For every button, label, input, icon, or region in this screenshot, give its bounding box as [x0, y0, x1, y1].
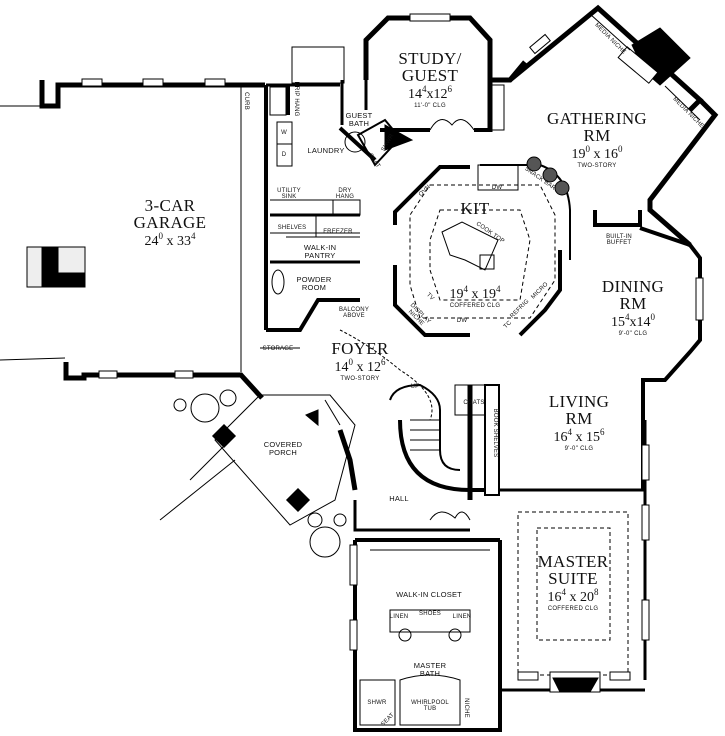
study-name-line-2: GUEST — [401, 66, 459, 85]
guest-bath-label: GUEST BATH — [346, 112, 373, 127]
walk-in-closet-label: WALK-IN CLOSET — [396, 590, 462, 599]
foyer-stair-walls — [159, 329, 500, 532]
master-name-line-2: SUITE — [548, 569, 598, 588]
garage-name-line-2: GARAGE — [133, 213, 207, 232]
buffet-line-2: BUFFET — [606, 240, 632, 246]
pantry-line-2: PANTRY — [304, 250, 336, 260]
master-bath-label: MASTER BATH — [414, 662, 446, 677]
dishwasher-top-label: DW — [491, 185, 503, 191]
kitchen-dimensions: 194 x 194 — [449, 284, 501, 302]
study-dimensions: 144x126 — [407, 84, 452, 102]
powder-room-label: POWDER ROOM — [297, 276, 332, 291]
dry-hang-line-2: HANG — [335, 194, 355, 200]
covered-porch-label: COVERED PORCH — [264, 441, 303, 456]
room-label-living: LIVING RM 164 x 156 9'-0" CLG — [549, 393, 609, 452]
washer-label: W — [281, 130, 287, 136]
room-label-study-guest: STUDY/ GUEST 144x126 11'-0" CLG — [398, 50, 461, 109]
book-shelves-label: BOOK SHELVES — [492, 408, 498, 458]
storage-label: STORAGE — [262, 346, 294, 352]
stair-up-label: UP — [410, 384, 420, 390]
walk-in-pantry-label: WALK-IN PANTRY — [304, 244, 336, 259]
porch-line-1: COVERED — [263, 440, 303, 449]
master-shower-label: SHWR — [367, 700, 387, 706]
laundry-pantry-walls — [260, 80, 402, 349]
gathering-ceiling-note: TWO-STORY — [577, 163, 617, 169]
hall-label: HALL — [389, 494, 409, 503]
living-name-line-2: RM — [565, 409, 593, 428]
drip-hang-label: DRIP HANG — [293, 81, 299, 117]
living-dimensions: 164 x 156 — [553, 427, 605, 445]
room-label-kitchen: KIT — [460, 200, 489, 217]
kitchen-walls — [393, 156, 571, 337]
utility-sink-line-1: UTILITY — [277, 188, 301, 194]
dry-hang-line-1: DRY — [338, 188, 352, 194]
kitchen-name: KIT — [460, 199, 490, 218]
foyer-name: FOYER — [331, 339, 389, 358]
room-label-foyer: FOYER 140 x 126 TWO-STORY — [331, 340, 388, 382]
gathering-name-line-2: RM — [583, 126, 611, 145]
master-bath-line-1: MASTER — [413, 661, 447, 670]
linen-left-label: LINEN — [389, 614, 409, 620]
study-ceiling-note: 11'-0" CLG — [414, 103, 446, 109]
gathering-walls — [508, 4, 719, 247]
foyer-dimensions: 140 x 126 — [334, 357, 386, 375]
gathering-dimensions: 190 x 160 — [571, 144, 623, 162]
laundry-label: LAUNDRY — [307, 146, 345, 155]
dining-dimensions: 154x140 — [610, 312, 655, 330]
room-label-garage: 3-CAR GARAGE 240 x 334 — [134, 197, 207, 249]
study-walls — [363, 13, 527, 151]
powder-room-line-1: POWDER — [296, 275, 332, 284]
room-label-gathering: GATHERING RM 190 x 160 TWO-STORY — [547, 110, 647, 169]
shoes-label: SHOES — [418, 611, 442, 617]
coats-label: COATS — [463, 400, 485, 406]
niche-label: NICHE — [463, 698, 469, 718]
dining-name-line-1: DINING — [601, 277, 665, 296]
dishwasher-bottom-label: DW — [456, 318, 468, 324]
room-label-dining: DINING RM 154x140 9'-0" CLG — [602, 278, 664, 337]
linen-right-label: LINEN — [452, 614, 472, 620]
gathering-name-line-1: GATHERING — [547, 109, 647, 128]
master-name-line-1: MASTER — [537, 552, 609, 571]
dryer-label: D — [281, 152, 287, 158]
dining-ceiling-note: 9'-0" CLG — [618, 331, 648, 337]
foyer-ceiling-note: TWO-STORY — [340, 376, 380, 382]
landscape — [173, 389, 347, 558]
pantry-line-1: WALK-IN — [303, 243, 337, 252]
master-ceiling-note: COFFERED CLG — [547, 606, 599, 612]
living-ceiling-note: 9'-0" CLG — [564, 446, 594, 452]
guest-bath-line-1: GUEST — [345, 111, 373, 120]
garage-dimensions: 240 x 334 — [144, 231, 196, 249]
guest-bath-line-2: BATH — [348, 118, 370, 128]
freezer-label: FREEZER — [323, 229, 353, 235]
buffet-line-1: BUILT-IN — [606, 234, 632, 240]
dry-hang-label: DRY HANG — [336, 188, 354, 200]
master-dimensions: 164 x 208 — [547, 587, 599, 605]
dining-living-walls — [500, 210, 704, 680]
master-bath-line-2: BATH — [419, 668, 441, 678]
living-name-line-1: LIVING — [548, 392, 610, 411]
balcony-line-2: ABOVE — [343, 313, 365, 319]
utility-sink-label: UTILITY SINK — [277, 188, 301, 200]
garage-walls — [0, 46, 345, 400]
study-name-line-1: STUDY/ — [398, 49, 462, 68]
built-in-buffet-label: BUILT-IN BUFFET — [606, 234, 632, 246]
whirlpool-line-2: TUB — [423, 706, 437, 712]
shelves-label: SHELVES — [277, 225, 307, 231]
balcony-line-1: BALCONY — [338, 307, 370, 313]
kitchen-dimensions-block: 194 x 194 COFFERED CLG — [449, 284, 501, 310]
utility-sink-line-2: SINK — [281, 194, 297, 200]
room-label-master-suite: MASTER SUITE 164 x 208 COFFERED CLG — [538, 553, 609, 612]
kitchen-ceiling-note: COFFERED CLG — [449, 303, 501, 309]
porch-line-2: PORCH — [268, 447, 298, 457]
balcony-above-label: BALCONY ABOVE — [339, 307, 369, 319]
curb-label: CURB — [243, 92, 249, 110]
powder-room-line-2: ROOM — [301, 282, 327, 292]
dining-name-line-2: RM — [619, 294, 647, 313]
garage-name-line-1: 3-CAR — [144, 196, 196, 215]
whirlpool-line-1: WHIRLPOOL — [411, 700, 449, 706]
master-walls — [349, 511, 645, 732]
whirlpool-tub-label: WHIRLPOOL TUB — [411, 700, 449, 712]
